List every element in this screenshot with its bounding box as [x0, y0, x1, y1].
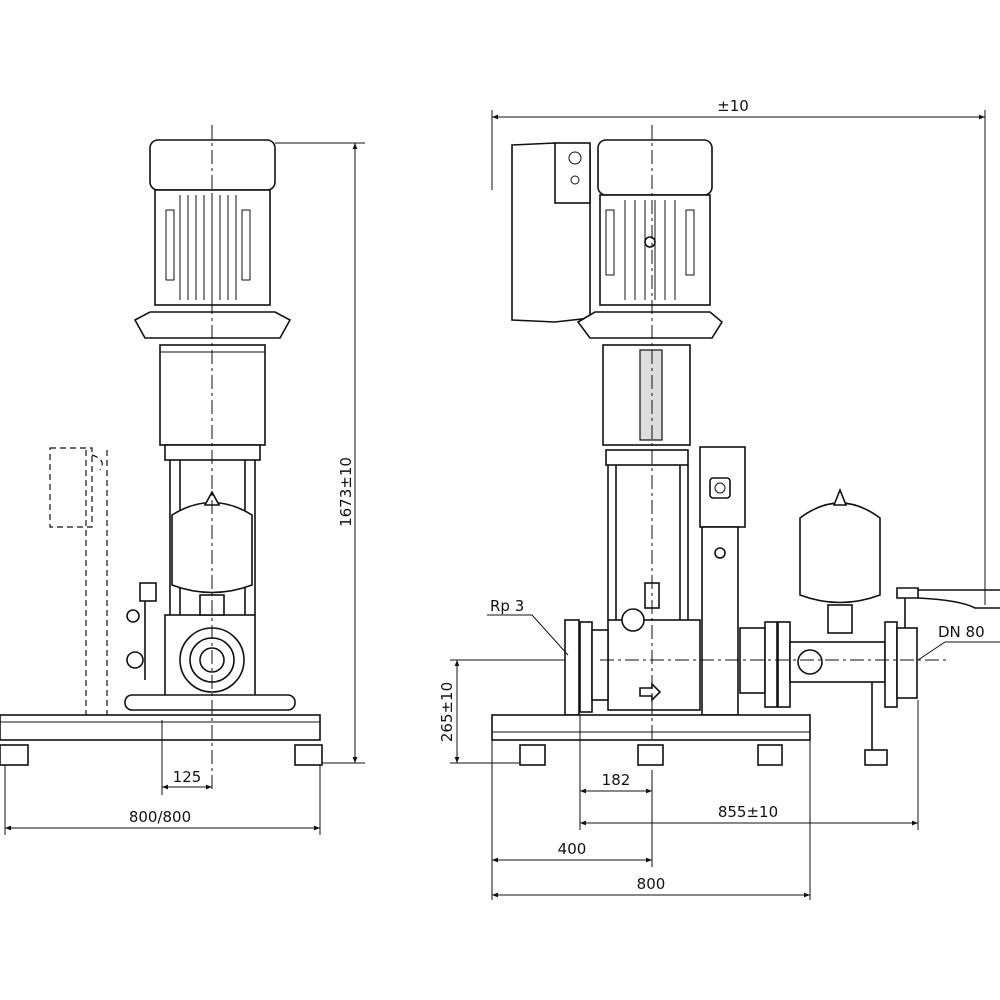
- dim-offset-label: 125: [173, 768, 202, 786]
- dim-width-label: 800/800: [129, 808, 191, 826]
- dim-inlet-offset-label: 182: [602, 771, 631, 789]
- front-view: [491, 125, 1000, 766]
- dim-overall-label: ±10: [717, 97, 749, 115]
- dim-height-label: 1673±10: [337, 457, 355, 527]
- side-view-dimensions: 1673±10 125 800/800: [4, 142, 365, 835]
- inlet-label: Rp 3: [490, 597, 524, 615]
- dim-base-width-label: 800: [637, 875, 666, 893]
- dim-center-label: 400: [558, 840, 587, 858]
- side-view: [0, 125, 323, 790]
- front-view-dimensions: ±10 265±10 182 855±10 400 800 Rp 3 DN 80: [438, 97, 1000, 900]
- outlet-label: DN 80: [938, 623, 985, 641]
- dim-outlet-length-label: 855±10: [718, 803, 778, 821]
- dim-inlet-height-label: 265±10: [438, 682, 456, 742]
